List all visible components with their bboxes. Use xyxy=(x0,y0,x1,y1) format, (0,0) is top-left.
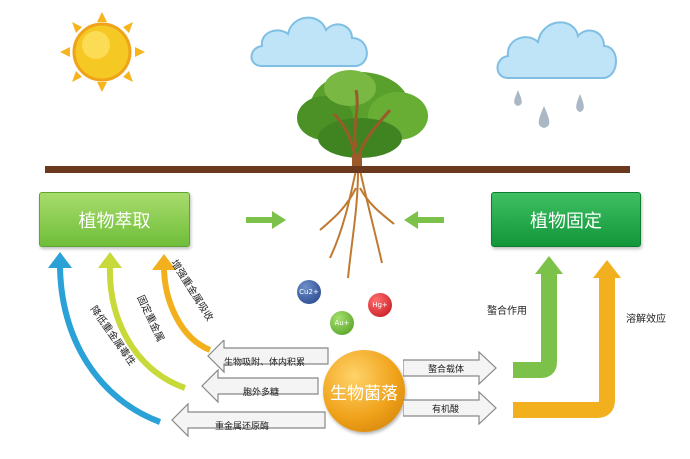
ion-au: Au+ xyxy=(330,311,354,335)
microbial-community-node: 生物菌落 xyxy=(323,350,405,432)
arrow-label-reductase: 重金属还原酶 xyxy=(215,422,270,432)
tree-icon xyxy=(297,70,428,279)
arrow-label-organic-acid: 有机酸 xyxy=(432,405,460,415)
arrow-left-icon xyxy=(404,211,444,229)
ion-hg: Hg+ xyxy=(368,293,392,317)
sun-icon xyxy=(60,12,145,92)
plant-fixation-box: 植物固定 xyxy=(491,192,641,247)
curve-label-dissolution: 溶解效应 xyxy=(626,314,666,325)
microbial-community-label: 生物菌落 xyxy=(330,383,398,404)
ion-cu: Cu2+ xyxy=(297,280,321,304)
plant-extraction-box: 植物萃取 xyxy=(39,192,190,247)
arrow-right-icon xyxy=(246,211,286,229)
left-curves xyxy=(48,252,212,425)
arrow-label-biosorption: 生物吸附、体内积累 xyxy=(224,358,306,368)
arrow-label-eps: 胞外多糖 xyxy=(243,388,280,398)
soil-line xyxy=(45,166,630,173)
cloud-icon xyxy=(250,16,368,67)
rain-cloud-icon xyxy=(496,21,617,128)
right-curves xyxy=(513,256,621,418)
right-arrows xyxy=(403,350,497,426)
left-arrows xyxy=(171,340,329,438)
arrow-label-chelating-carrier: 螯合载体 xyxy=(428,365,465,375)
curve-label-chelation: 螯合作用 xyxy=(487,306,527,317)
